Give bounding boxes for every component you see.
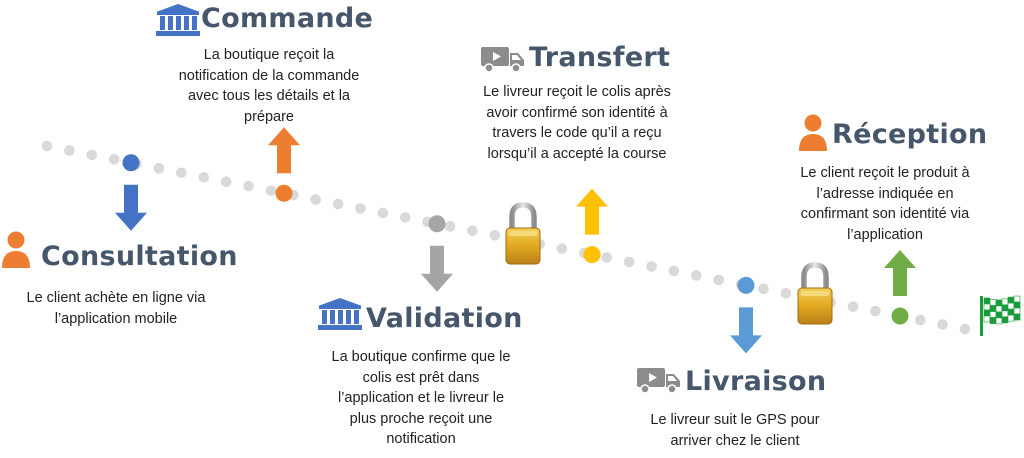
- flag-cell: [995, 299, 1003, 307]
- padlock-icon: [797, 262, 833, 325]
- timeline-dot: [870, 305, 881, 317]
- timeline-dot: [64, 145, 75, 156]
- timeline-dot: [601, 252, 613, 263]
- flag-cell: [1013, 301, 1021, 309]
- timeline-dot: [668, 265, 680, 277]
- flag-cell: [1007, 314, 1015, 322]
- timeline-dot: [332, 198, 344, 210]
- bank-icon: [156, 4, 200, 36]
- person-icon: [797, 113, 829, 151]
- step-title-transfert: Transfert: [529, 42, 671, 73]
- step-title-livraison: Livraison: [685, 366, 827, 397]
- timeline-dot: [86, 149, 98, 161]
- timeline-dot: [489, 229, 501, 241]
- flag-cell: [1001, 316, 1009, 324]
- flag-cell: [983, 303, 991, 311]
- finish-flag-icon: [980, 295, 1021, 336]
- timeline-dot: [444, 221, 456, 232]
- flag-cell: [989, 311, 997, 318]
- timeline-dot: [355, 203, 366, 214]
- timeline-dot: [467, 225, 478, 237]
- timeline-dot: [310, 194, 321, 205]
- timeline-dot: [153, 163, 165, 174]
- timeline-dot: [914, 314, 926, 326]
- flag-cell: [1013, 307, 1021, 315]
- flag-cell: [995, 317, 1003, 325]
- arrow-down-icon: [115, 184, 147, 231]
- timeline-dot: [623, 256, 635, 268]
- arrow-up-icon: [576, 188, 608, 235]
- flag-cell: [995, 311, 1003, 319]
- bank-icon: [318, 298, 362, 330]
- timeline-dot: [377, 207, 389, 219]
- flag-cell: [1001, 304, 1009, 312]
- arrow-down-icon: [421, 245, 453, 292]
- flag-pole: [980, 296, 983, 336]
- step-title-consultation: Consultation: [41, 241, 238, 272]
- arrow-up-icon: [884, 250, 916, 297]
- flag-cell: [1001, 298, 1009, 306]
- step-marker: [122, 154, 140, 172]
- flag-cell: [1007, 296, 1015, 304]
- padlocks: [505, 202, 833, 325]
- flag-cell: [983, 309, 991, 317]
- timeline-dot: [399, 212, 411, 223]
- timeline-dot: [646, 261, 657, 272]
- timeline-dot: [243, 180, 254, 192]
- step-title-validation: Validation: [366, 303, 523, 334]
- flag-cell: [989, 317, 997, 324]
- truck-icon: [637, 366, 681, 394]
- timeline-dot: [780, 287, 792, 299]
- step-markers: [115, 127, 916, 354]
- timeline-dot: [847, 301, 859, 312]
- timeline-dot: [220, 176, 232, 188]
- timeline-dot: [108, 154, 120, 165]
- timeline-dot: [959, 323, 971, 335]
- timeline-dot: [691, 270, 702, 281]
- timeline-dot: [265, 185, 277, 196]
- timeline-dot: [176, 167, 187, 179]
- flag-cell: [983, 297, 991, 305]
- step-title-reception: Réception: [832, 119, 988, 150]
- timeline-dot: [758, 283, 769, 295]
- step-marker: [891, 307, 909, 325]
- padlock-icon: [505, 202, 541, 265]
- step-marker: [428, 215, 446, 233]
- flag-cell: [1007, 302, 1015, 310]
- flag-cell: [1001, 310, 1009, 318]
- flag-cell: [989, 305, 997, 312]
- step-marker: [583, 246, 601, 264]
- step-marker: [737, 276, 755, 294]
- timeline-dot: [556, 243, 568, 254]
- flag-cell: [1013, 295, 1021, 303]
- flag-cell: [983, 315, 991, 323]
- timeline-dot: [713, 274, 725, 286]
- step-marker: [275, 184, 293, 202]
- flag-cell: [995, 305, 1003, 313]
- flag-cell: [989, 299, 997, 306]
- flag-cell: [1007, 308, 1015, 316]
- timeline-dot: [198, 171, 210, 183]
- person-icon: [0, 230, 32, 268]
- arrow-up-icon: [268, 127, 300, 174]
- arrow-down-icon: [730, 307, 762, 354]
- timeline-dot: [937, 319, 948, 330]
- flag-cell: [1013, 313, 1021, 321]
- timeline-dot: [41, 140, 53, 152]
- truck-icon: [481, 45, 525, 73]
- step-title-commande: Commande: [201, 3, 374, 34]
